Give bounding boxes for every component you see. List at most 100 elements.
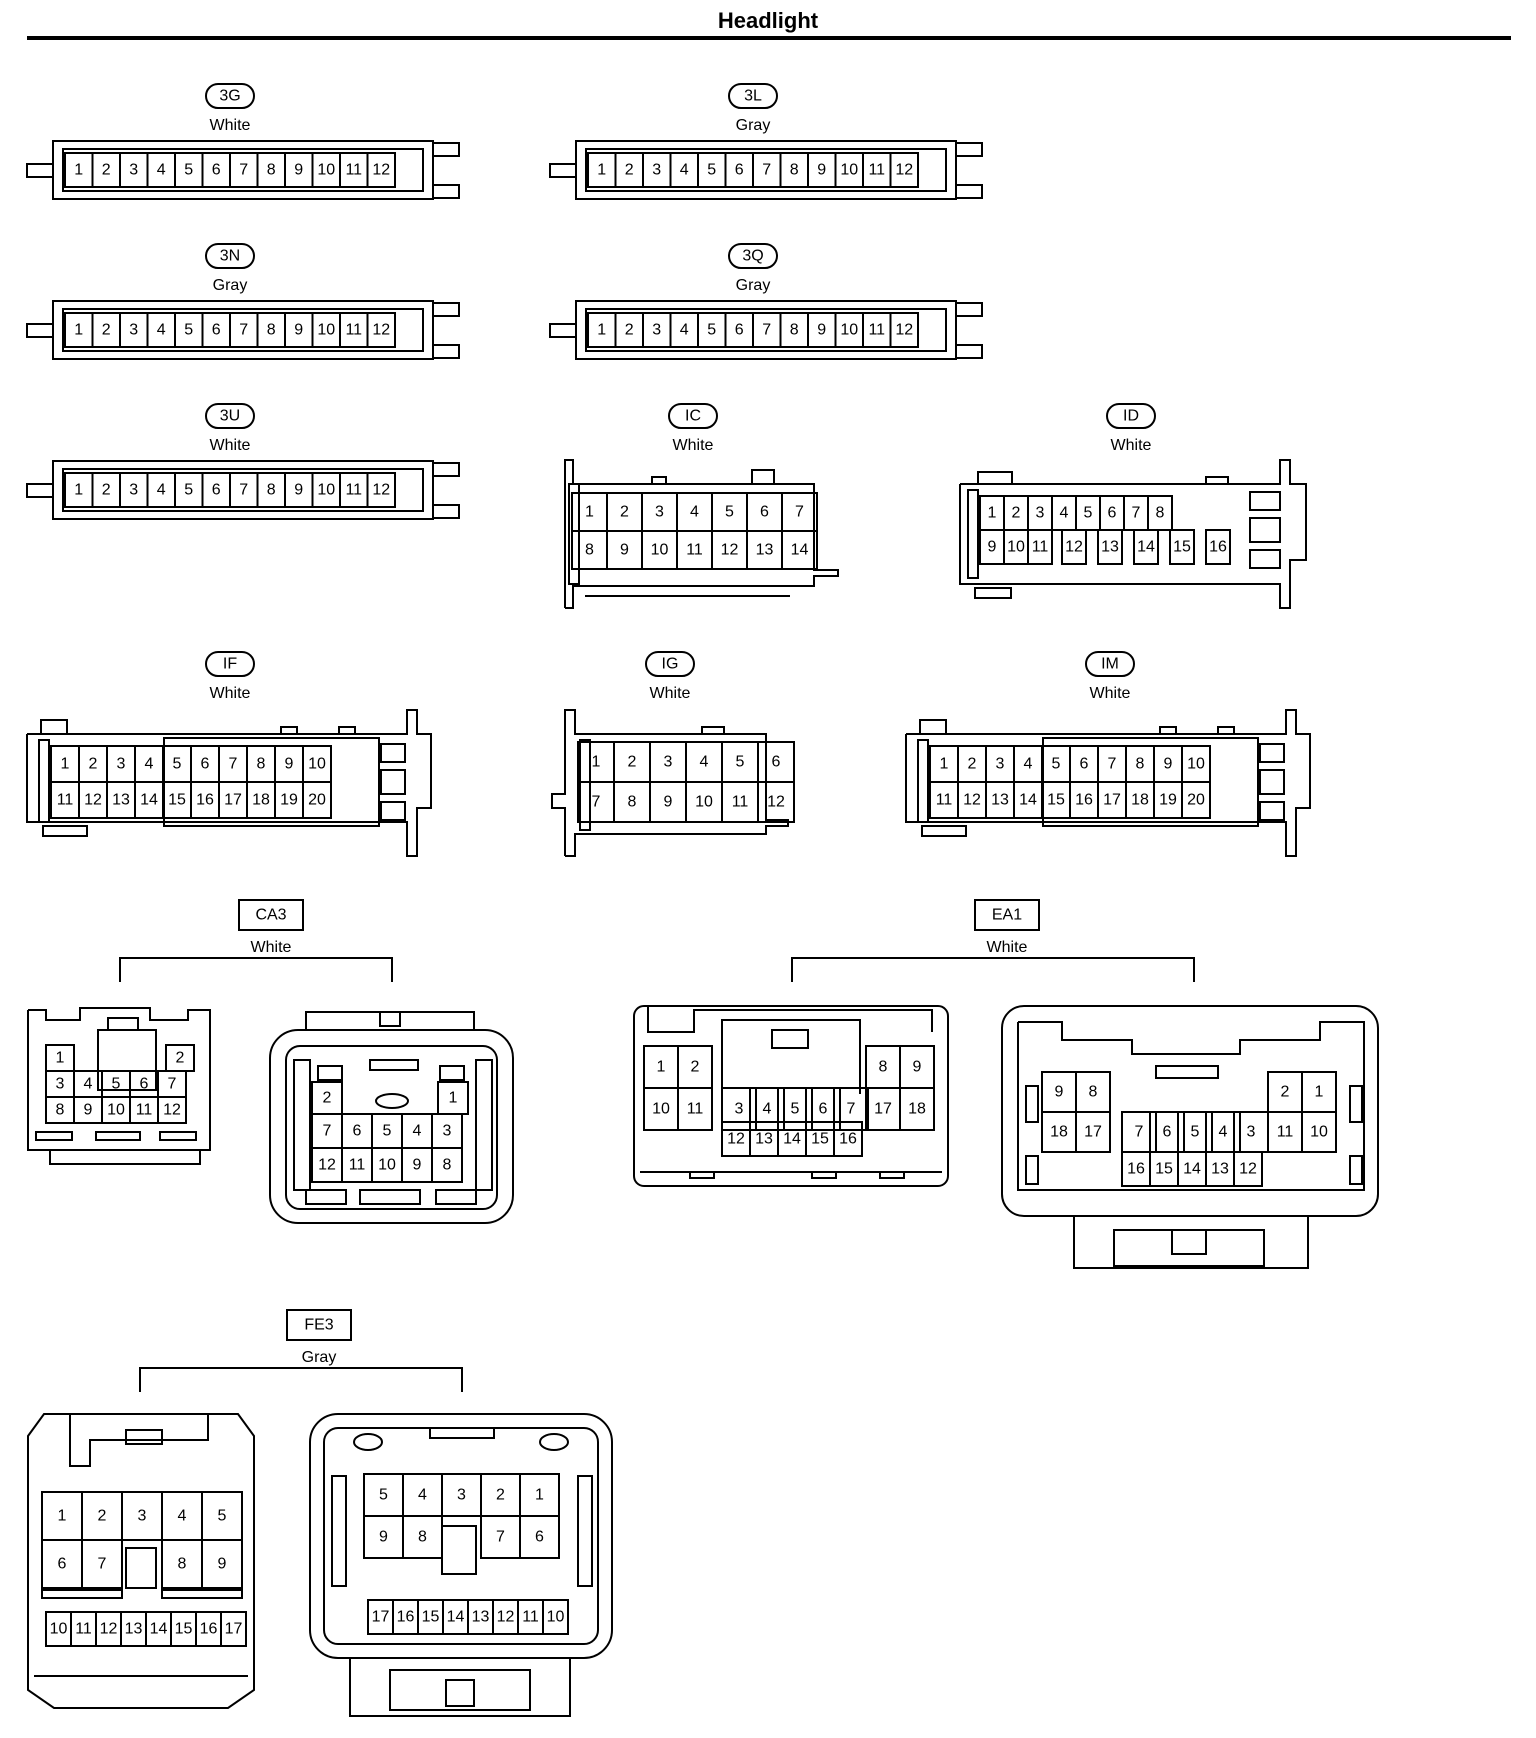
connector-outline	[379, 1011, 401, 1027]
pin-number: 11	[57, 792, 74, 809]
connector-outline	[26, 163, 54, 178]
pin-number: 3	[652, 322, 661, 339]
pin-number: 16	[196, 792, 214, 809]
pin-number: 6	[140, 1076, 149, 1093]
pin-number: 5	[218, 1508, 227, 1525]
connector-outline	[1233, 1151, 1263, 1187]
connector-code: 3Q	[742, 248, 763, 265]
connector-outline	[585, 148, 947, 192]
connector-outline	[1027, 529, 1053, 565]
pin-number: 7	[323, 1123, 332, 1140]
pin-number: 10	[308, 756, 326, 773]
pin-number: 10	[50, 1621, 68, 1638]
pin-number: 15	[168, 792, 186, 809]
pin-number: 1	[585, 504, 594, 521]
connector-outline	[1001, 1005, 1379, 1217]
pin-number: 4	[157, 482, 166, 499]
pin-number: 6	[735, 162, 744, 179]
connector-code: IC	[685, 408, 701, 425]
connector-outline	[955, 302, 983, 317]
pin-number: 8	[267, 482, 276, 499]
pin-number: 8	[178, 1556, 187, 1573]
connector-color-label: White	[987, 939, 1028, 956]
pin-number: 7	[168, 1076, 177, 1093]
connector-outline	[651, 476, 667, 485]
connector-outline	[955, 142, 983, 157]
connector-outline	[439, 1065, 465, 1081]
connector-outline	[539, 1433, 569, 1451]
connector-outline	[435, 1189, 477, 1205]
connector-outline	[317, 1065, 343, 1081]
connector-outline	[125, 1429, 163, 1445]
connector-outline	[220, 1611, 247, 1647]
connector-outline	[432, 344, 460, 359]
pin-number: 10	[1310, 1124, 1328, 1141]
pin-number: 5	[707, 162, 716, 179]
connector-outline	[833, 1121, 863, 1157]
connector-outline	[27, 1007, 211, 1151]
pin-number: 20	[1187, 792, 1205, 809]
pin-number: 8	[1156, 505, 1165, 522]
connector-code-badge	[728, 83, 778, 109]
pin-number: 7	[762, 322, 771, 339]
pin-number: 15	[811, 1131, 829, 1148]
pin-number: 5	[1084, 505, 1093, 522]
pin-number: 5	[379, 1487, 388, 1504]
pin-number: 9	[1055, 1084, 1064, 1101]
pin-number: 19	[280, 792, 298, 809]
connector-outline	[751, 469, 775, 485]
pin-number: 8	[585, 542, 594, 559]
connector-outline	[389, 1669, 531, 1711]
pin-number: 2	[102, 482, 111, 499]
pin-number: 14	[447, 1609, 465, 1626]
connector-outline	[689, 1171, 715, 1179]
pin-number: 8	[267, 322, 276, 339]
connector-outline	[777, 1087, 813, 1131]
connector-outline	[38, 739, 50, 823]
pin-number: 3	[443, 1123, 452, 1140]
pin-number: 18	[252, 792, 270, 809]
pin-number: 6	[212, 482, 221, 499]
connector-code: IM	[1101, 656, 1119, 673]
pin-number: 9	[294, 482, 303, 499]
connector-outline	[62, 468, 424, 512]
connector-code: CA3	[255, 907, 286, 924]
pin-number: 2	[323, 1090, 332, 1107]
pin-number: 15	[422, 1609, 440, 1626]
pin-number: 1	[1315, 1084, 1324, 1101]
pin-number: 17	[1084, 1124, 1102, 1141]
connector-outline	[757, 781, 795, 823]
connector-code: IG	[662, 656, 679, 673]
pin-number: 3	[652, 162, 661, 179]
connector-outline	[1025, 1155, 1039, 1185]
connector-outline	[585, 308, 947, 352]
connector-outline	[549, 163, 577, 178]
pin-number: 4	[157, 322, 166, 339]
connector-outline	[353, 1433, 383, 1451]
connector-outline	[977, 471, 1013, 485]
pin-number: 9	[294, 322, 303, 339]
connector-outline	[429, 1427, 495, 1439]
pin-number: 12	[497, 1609, 515, 1626]
connector-outline	[805, 1087, 841, 1131]
connector-outline	[579, 739, 591, 831]
connector-outline	[811, 1171, 837, 1179]
pin-number: 6	[1108, 505, 1117, 522]
pin-number: 13	[756, 542, 774, 559]
pin-number: 1	[61, 756, 70, 773]
pin-number: 2	[176, 1050, 185, 1067]
connector-outline	[81, 1539, 123, 1589]
connector-code: ID	[1123, 408, 1139, 425]
pin-number: 13	[1101, 539, 1119, 556]
pin-number: 11	[1277, 1124, 1294, 1141]
connector-outline	[1259, 769, 1285, 795]
connector-outline	[955, 184, 983, 199]
pin-number: 11	[345, 482, 362, 499]
